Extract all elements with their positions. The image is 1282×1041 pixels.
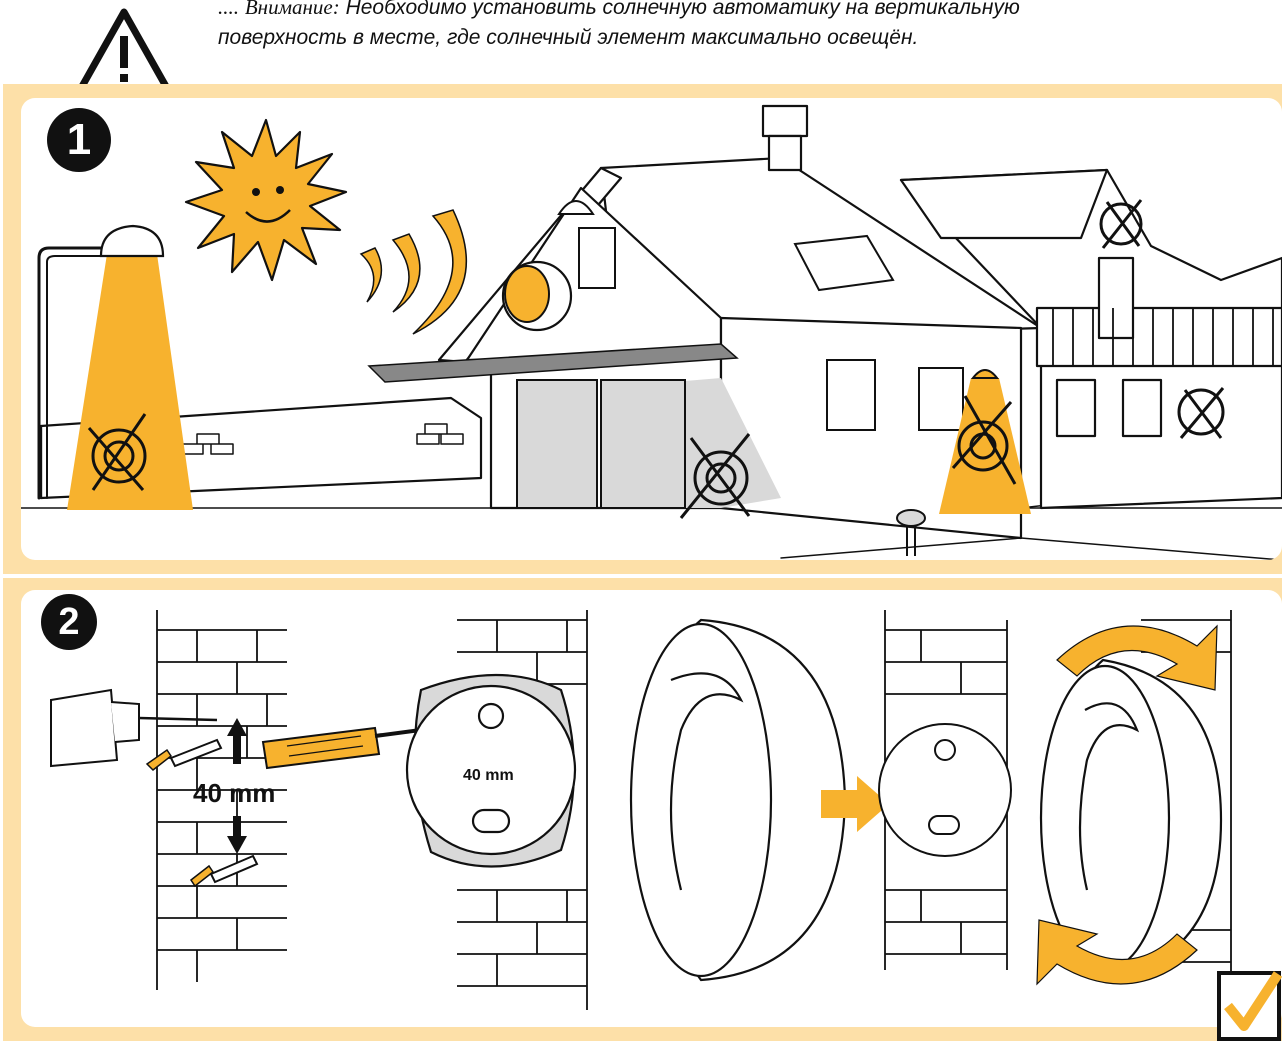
- note-line2: поверхность в месте, где солнечный элеме…: [218, 23, 1282, 53]
- install-steps: 40 mm 40 mm: [21, 590, 1282, 1027]
- sensor-dome-icon: [631, 620, 845, 980]
- step1-illustration: 1: [21, 98, 1282, 560]
- house-scene: [21, 98, 1282, 560]
- note-prefix: ....: [218, 0, 239, 19]
- step-1-badge: 1: [47, 108, 111, 172]
- step2-illustration: 40 mm 40 mm: [21, 590, 1282, 1027]
- sensor-ok-icon: [503, 262, 571, 330]
- warning-triangle-icon: [76, 8, 172, 94]
- note-lead: Внимание:: [245, 0, 340, 19]
- lamp-light: [67, 254, 193, 510]
- warning-note: .... Внимание: Необходимо установить сол…: [218, 0, 1282, 53]
- distance-label: 40 mm: [193, 778, 275, 808]
- note-line1: Необходимо установить солнечную автомати…: [346, 0, 1020, 19]
- checkmark-icon: [1216, 970, 1282, 1041]
- step-2-badge: 2: [41, 594, 97, 650]
- plate-label: 40 mm: [463, 767, 514, 784]
- step1-panel: 1: [3, 84, 1282, 574]
- step2-panel: 40 mm 40 mm: [3, 578, 1282, 1041]
- sun-icon: [186, 120, 346, 280]
